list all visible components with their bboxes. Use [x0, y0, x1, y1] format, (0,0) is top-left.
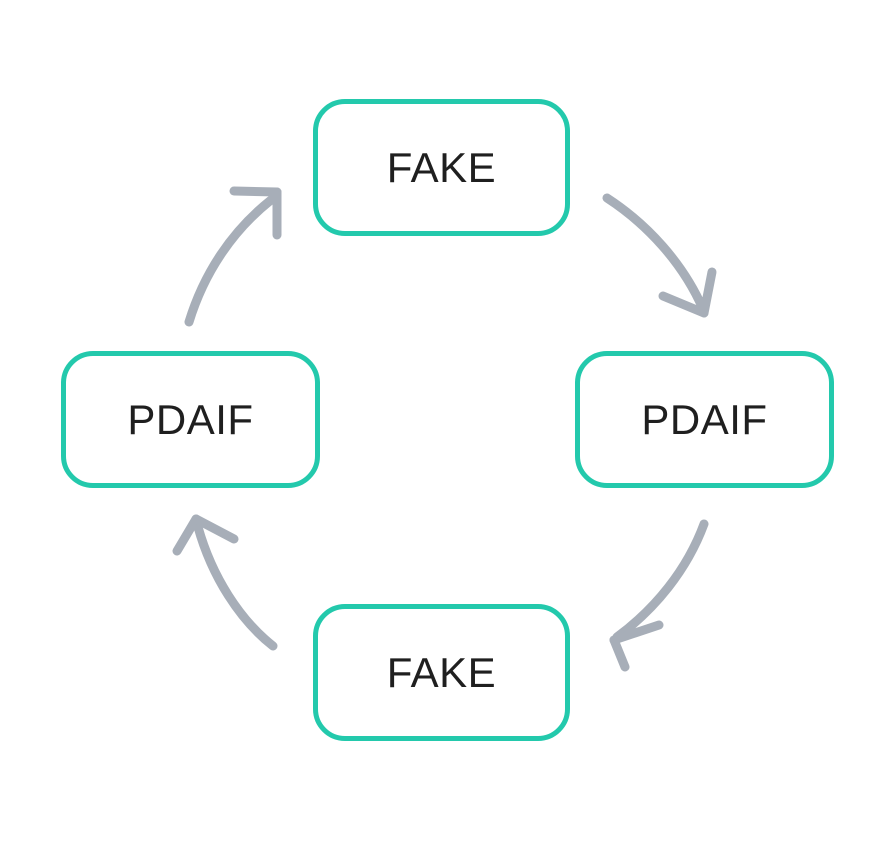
arrow-right-to-bottom: [609, 519, 709, 672]
arrow-top-to-right: [602, 193, 717, 318]
node-left-pdaif[interactable]: PDAIF: [61, 351, 320, 488]
node-right-label: PDAIF: [641, 395, 768, 443]
node-bottom-label: FAKE: [386, 648, 497, 696]
arrow-bottom-to-left: [172, 514, 278, 651]
arrow-left-to-top: [184, 186, 282, 327]
node-top-fake[interactable]: FAKE: [313, 99, 570, 236]
node-top-label: FAKE: [386, 143, 497, 191]
node-left-label: PDAIF: [127, 395, 254, 443]
node-bottom-fake[interactable]: FAKE: [313, 604, 570, 741]
node-right-pdaif[interactable]: PDAIF: [575, 351, 834, 488]
